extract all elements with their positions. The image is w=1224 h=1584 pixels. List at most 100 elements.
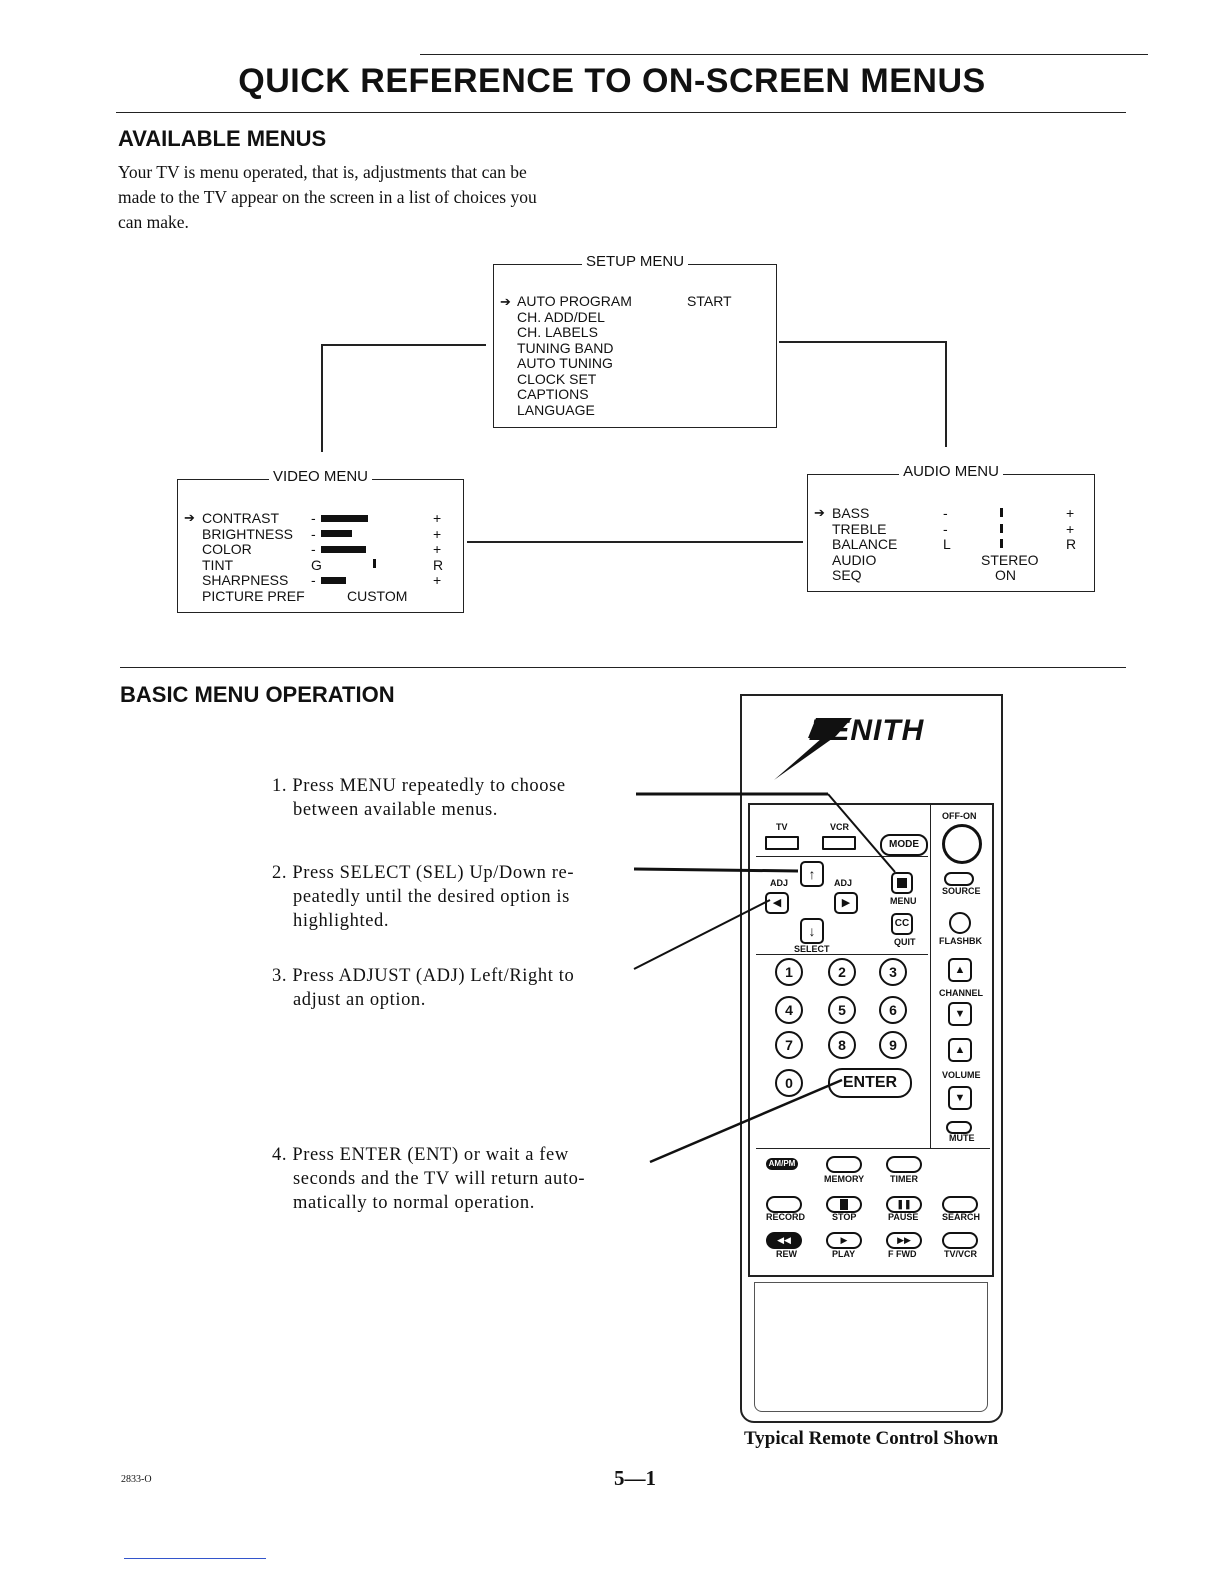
pointer-arrow-icon: ➔ bbox=[500, 294, 511, 309]
menu-button[interactable] bbox=[891, 872, 913, 894]
stop-label: STOP bbox=[832, 1212, 857, 1222]
video-left-mark: G bbox=[311, 556, 322, 573]
volume-label: VOLUME bbox=[942, 1070, 981, 1080]
timer-button[interactable] bbox=[886, 1156, 922, 1173]
video-menu-box: VIDEO MENU ➔ CONTRAST - + BRIGHTNESS - +… bbox=[177, 468, 464, 613]
remote-caption: Typical Remote Control Shown bbox=[744, 1428, 999, 1449]
search-button[interactable] bbox=[942, 1196, 978, 1213]
digit-0-button[interactable]: 0 bbox=[775, 1069, 803, 1097]
connector-line bbox=[779, 341, 947, 343]
step-line: Press MENU repeatedly to choose bbox=[292, 776, 566, 796]
channel-label: CHANNEL bbox=[939, 988, 983, 998]
step-line: Press ADJUST (ADJ) Left/Right to bbox=[292, 966, 575, 986]
ffwd-button[interactable]: ▶▶ bbox=[886, 1232, 922, 1249]
source-button[interactable] bbox=[944, 872, 974, 886]
panel-divider bbox=[756, 954, 928, 955]
vcr-button[interactable] bbox=[822, 836, 856, 850]
step-line: seconds and the TV will return auto- bbox=[293, 1169, 586, 1189]
record-button[interactable] bbox=[766, 1196, 802, 1213]
enter-button[interactable]: ENTER bbox=[828, 1068, 912, 1098]
tvvcr-button[interactable] bbox=[942, 1232, 978, 1249]
audio-item-value: ON bbox=[995, 567, 1016, 583]
audio-item: SEQ bbox=[832, 567, 862, 583]
doc-code: 2833-O bbox=[121, 1474, 152, 1485]
record-label: RECORD bbox=[766, 1212, 806, 1222]
video-right-mark: R bbox=[433, 556, 444, 573]
step-2: 2. Press SELECT (SEL) Up/Down re- peated… bbox=[272, 861, 632, 933]
volume-up-button[interactable]: ▲ bbox=[948, 1038, 972, 1062]
audio-item: BASS bbox=[832, 505, 870, 521]
channel-down-button[interactable]: ▼ bbox=[948, 1002, 972, 1026]
mute-label: MUTE bbox=[949, 1133, 975, 1143]
adj-left-label: ADJ bbox=[770, 878, 789, 888]
intro-line: Your TV is menu operated, that is, adjus… bbox=[118, 162, 527, 182]
ampm-button[interactable]: AM/PM bbox=[766, 1158, 798, 1170]
video-item: CONTRAST bbox=[202, 510, 279, 526]
audio-left-mark: L bbox=[943, 536, 951, 552]
digit-3-button[interactable]: 3 bbox=[879, 958, 907, 986]
audio-item: BALANCE bbox=[832, 536, 898, 552]
select-label: SELECT bbox=[794, 944, 830, 954]
video-item: PICTURE PREF bbox=[202, 587, 305, 604]
adj-right-label: ADJ bbox=[834, 878, 853, 888]
flashbk-button[interactable] bbox=[949, 912, 971, 934]
video-left-mark: - bbox=[311, 572, 316, 588]
intro-line: made to the TV appear on the screen in a… bbox=[118, 187, 537, 207]
audio-item: AUDIO bbox=[832, 551, 877, 568]
setup-item: CLOCK SET bbox=[517, 370, 597, 387]
mode-button[interactable]: MODE bbox=[880, 834, 928, 856]
panel-divider bbox=[756, 856, 928, 857]
title-rule bbox=[116, 112, 1126, 113]
tv-button[interactable] bbox=[765, 836, 799, 850]
digit-6-button[interactable]: 6 bbox=[879, 996, 907, 1024]
rew-button[interactable]: ◀◀ bbox=[766, 1232, 802, 1249]
power-button[interactable] bbox=[942, 824, 982, 864]
tint-marker bbox=[373, 559, 376, 568]
cc-button[interactable]: CC bbox=[891, 913, 913, 935]
digit-1-button[interactable]: 1 bbox=[775, 958, 803, 986]
step-number: 2. bbox=[272, 863, 288, 883]
setup-item: CAPTIONS bbox=[517, 386, 589, 402]
bass-marker bbox=[1000, 508, 1003, 517]
button-panel bbox=[748, 803, 994, 1277]
select-down-button[interactable]: ↓ bbox=[800, 918, 824, 944]
digit-4-button[interactable]: 4 bbox=[775, 996, 803, 1024]
digit-7-button[interactable]: 7 bbox=[775, 1031, 803, 1059]
setup-item-value: START bbox=[687, 293, 732, 309]
step-number: 1. bbox=[272, 776, 288, 796]
rew-label: REW bbox=[776, 1249, 797, 1259]
digit-9-button[interactable]: 9 bbox=[879, 1031, 907, 1059]
setup-menu-title: SETUP MENU bbox=[581, 253, 689, 270]
video-menu-title: VIDEO MENU bbox=[268, 468, 372, 485]
pause-label: PAUSE bbox=[888, 1212, 919, 1222]
digit-5-button[interactable]: 5 bbox=[828, 996, 856, 1024]
step-number: 3. bbox=[272, 966, 288, 986]
pause-button[interactable]: ❚❚ bbox=[886, 1196, 922, 1213]
volume-down-button[interactable]: ▼ bbox=[948, 1086, 972, 1110]
setup-item: CH. LABELS bbox=[517, 324, 598, 340]
intro-paragraph: Your TV is menu operated, that is, adjus… bbox=[118, 160, 638, 235]
mute-button[interactable] bbox=[946, 1121, 972, 1134]
video-right-mark: + bbox=[433, 572, 442, 588]
video-right-mark: + bbox=[433, 525, 442, 542]
remote-control: ZENITH TV VCR MODE OFF-ON ↑ ADJ ADJ ◀ ▶ … bbox=[740, 694, 1003, 1423]
treble-marker bbox=[1000, 523, 1003, 533]
digit-2-button[interactable]: 2 bbox=[828, 958, 856, 986]
audio-right-mark: + bbox=[1066, 505, 1075, 521]
stop-button[interactable] bbox=[826, 1196, 862, 1213]
channel-up-button[interactable]: ▲ bbox=[948, 958, 972, 982]
step-line: Press SELECT (SEL) Up/Down re- bbox=[292, 863, 575, 883]
step-line: highlighted. bbox=[293, 911, 390, 931]
connector-line bbox=[945, 341, 947, 447]
play-button[interactable]: ▶ bbox=[826, 1232, 862, 1249]
step-4: 4. Press ENTER (ENT) or wait a few secon… bbox=[272, 1143, 632, 1215]
audio-right-mark: R bbox=[1066, 536, 1077, 552]
pointer-arrow-icon: ➔ bbox=[814, 505, 825, 520]
audio-left-mark: - bbox=[943, 505, 948, 521]
adj-right-button[interactable]: ▶ bbox=[834, 892, 858, 914]
audio-item-value: STEREO bbox=[981, 551, 1039, 568]
select-up-button[interactable]: ↑ bbox=[800, 861, 824, 887]
digit-8-button[interactable]: 8 bbox=[828, 1031, 856, 1059]
color-level-bar bbox=[321, 546, 366, 553]
memory-button[interactable] bbox=[826, 1156, 862, 1173]
